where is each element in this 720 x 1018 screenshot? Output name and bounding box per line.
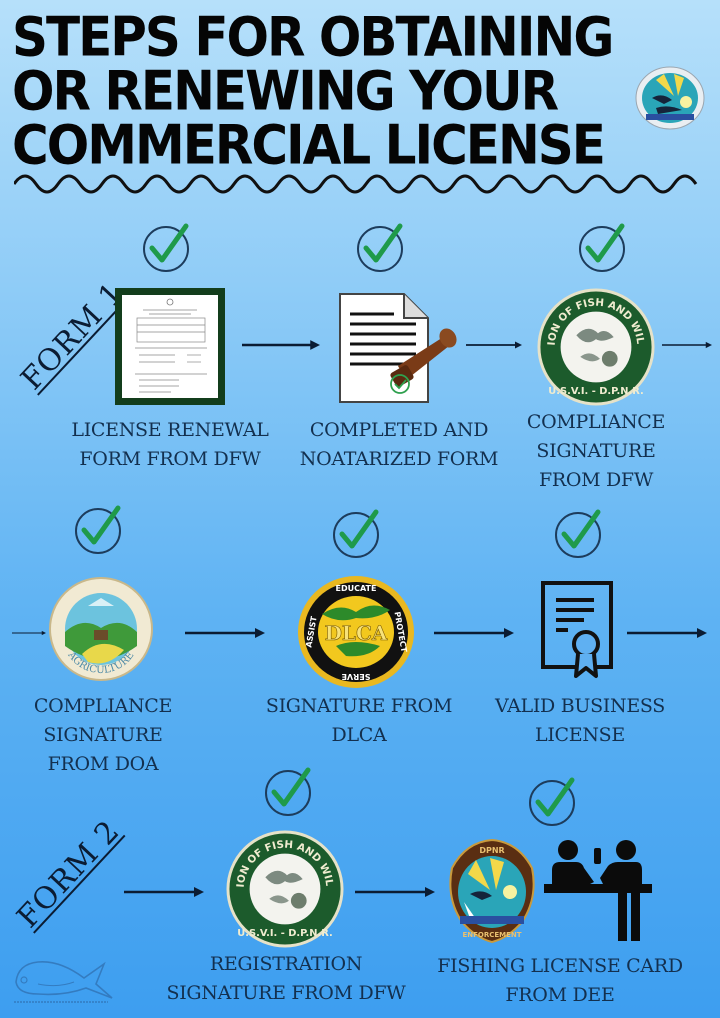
checkmark-circle-icon	[74, 504, 124, 554]
right-arrow-icon	[466, 339, 522, 351]
mahi-mahi-fish-logo	[14, 961, 113, 1003]
form-2-tag: FORM 2	[10, 813, 127, 935]
service-counter-people-icon	[544, 840, 652, 941]
title-line-2: OR RENEWING YOUR	[12, 59, 559, 123]
title-line-1: STEPS FOR OBTAINING	[12, 5, 614, 69]
right-arrow-icon	[424, 627, 524, 639]
checkmark-circle-icon	[264, 766, 314, 816]
dfw-seal-icon	[537, 288, 655, 406]
checkmark-circle-icon	[356, 222, 406, 272]
right-arrow-icon	[242, 339, 320, 351]
checkmark-circle-icon	[332, 508, 382, 558]
dpnr-seal-icon	[635, 66, 705, 130]
form-1-tag: FORM 1	[14, 275, 131, 397]
title-line-3: COMMERCIAL LICENSE	[12, 113, 606, 177]
page-title: STEPS FOR OBTAINING OR RENEWING YOUR COM…	[12, 10, 622, 172]
svg-text:DLCA: DLCA	[325, 621, 388, 645]
wavy-divider	[14, 174, 698, 194]
dfw-seal-icon	[226, 830, 344, 948]
right-arrow-icon	[662, 339, 712, 351]
right-arrow-icon	[354, 886, 436, 898]
license-form-document-icon	[115, 288, 225, 405]
svg-text:ENFORCEMENT: ENFORCEMENT	[462, 931, 521, 939]
checkmark-circle-icon	[142, 222, 192, 272]
right-arrow-icon	[624, 627, 710, 639]
agriculture-seal-icon: AGRICULTURE	[49, 577, 153, 681]
right-arrow-icon	[124, 886, 204, 898]
certificate-icon	[541, 581, 613, 678]
svg-text:DPNR: DPNR	[479, 846, 504, 855]
checkmark-circle-icon	[578, 222, 628, 272]
right-arrow-icon	[164, 627, 286, 639]
dlca-seal-icon: DLCA EDUCATE SERVE PROTECT ASSIST	[298, 576, 414, 688]
right-arrow-icon	[12, 627, 46, 639]
svg-text:SERVE: SERVE	[341, 672, 370, 681]
svg-text:EDUCATE: EDUCATE	[336, 584, 377, 593]
notary-stamp-document-icon	[339, 293, 457, 403]
checkmark-circle-icon	[528, 776, 578, 826]
enforcement-badge-icon: DPNR ENFORCEMENT	[449, 838, 535, 944]
checkmark-circle-icon	[554, 508, 604, 558]
